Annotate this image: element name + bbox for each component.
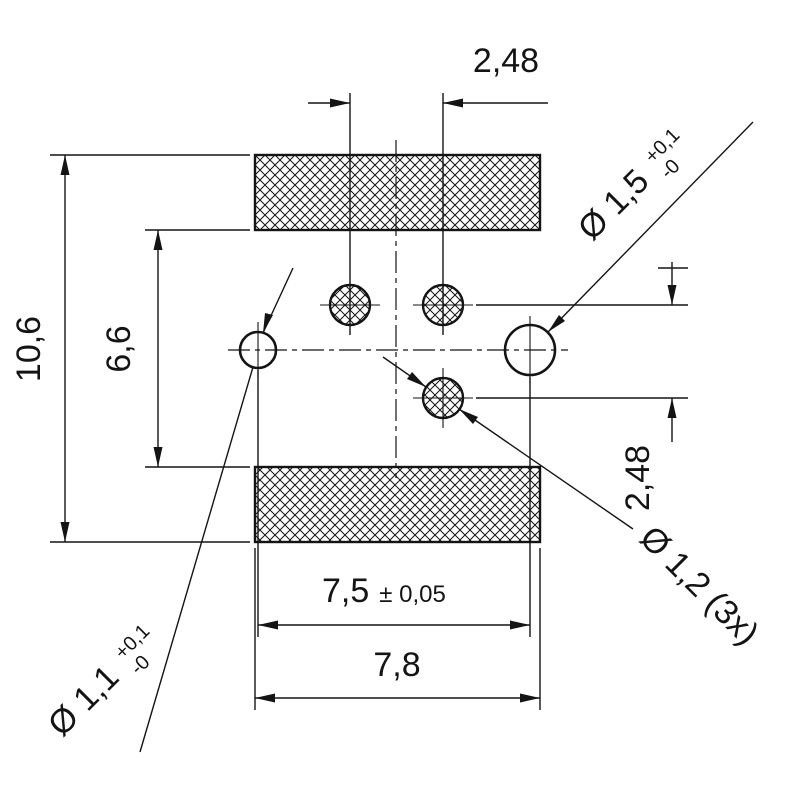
arrowhead <box>459 409 478 424</box>
pad-bottom <box>253 465 542 544</box>
arrowhead <box>667 285 677 305</box>
dim-height-overall-value: 10,6 <box>10 316 48 382</box>
dim-pitch-right: 2,48 <box>476 262 688 511</box>
leader-line <box>547 121 754 333</box>
dim-pitch-right-value: 2,48 <box>619 445 657 511</box>
arrowhead <box>330 98 350 108</box>
arrowhead <box>443 98 463 108</box>
dim-pitch-top: 2,48 <box>308 42 548 335</box>
leader-hole-right: Ø 1,5+0,1-0 <box>547 121 754 333</box>
dim-height-overall: 10,6 <box>10 154 250 543</box>
pads <box>253 153 542 544</box>
arrowhead <box>255 693 275 703</box>
arrowhead <box>60 522 70 542</box>
arrowhead <box>153 230 163 250</box>
arrowhead <box>520 693 540 703</box>
label-hole-small: Ø 1,2 (3x) <box>632 519 766 653</box>
dim-height-inner-value: 6,6 <box>100 325 138 372</box>
arrowhead <box>263 313 273 333</box>
dim-hole-span: 7,5± 0,05 <box>257 370 531 637</box>
dim-hole-span-value: 7,5± 0,05 <box>322 572 446 610</box>
leader-line <box>458 408 634 530</box>
arrowhead <box>153 447 163 467</box>
arrowhead <box>548 315 565 332</box>
label-hole-left: Ø 1,1+0,1-0 <box>41 620 170 749</box>
arrowhead <box>258 620 278 630</box>
dim-width-overall-value: 7,8 <box>373 646 420 684</box>
centerlines <box>228 140 568 478</box>
arrowhead <box>667 398 677 418</box>
dim-width-overall: 7,8 <box>254 548 541 710</box>
dim-pitch-top-value: 2,48 <box>473 42 539 80</box>
arrowhead <box>407 372 426 387</box>
leader-line <box>139 366 254 753</box>
dim-height-inner: 6,6 <box>100 229 250 468</box>
pad-top <box>253 153 542 232</box>
label-hole-right: Ø 1,5+0,1-0 <box>571 124 700 253</box>
arrowhead <box>60 155 70 175</box>
arrowhead <box>510 620 530 630</box>
